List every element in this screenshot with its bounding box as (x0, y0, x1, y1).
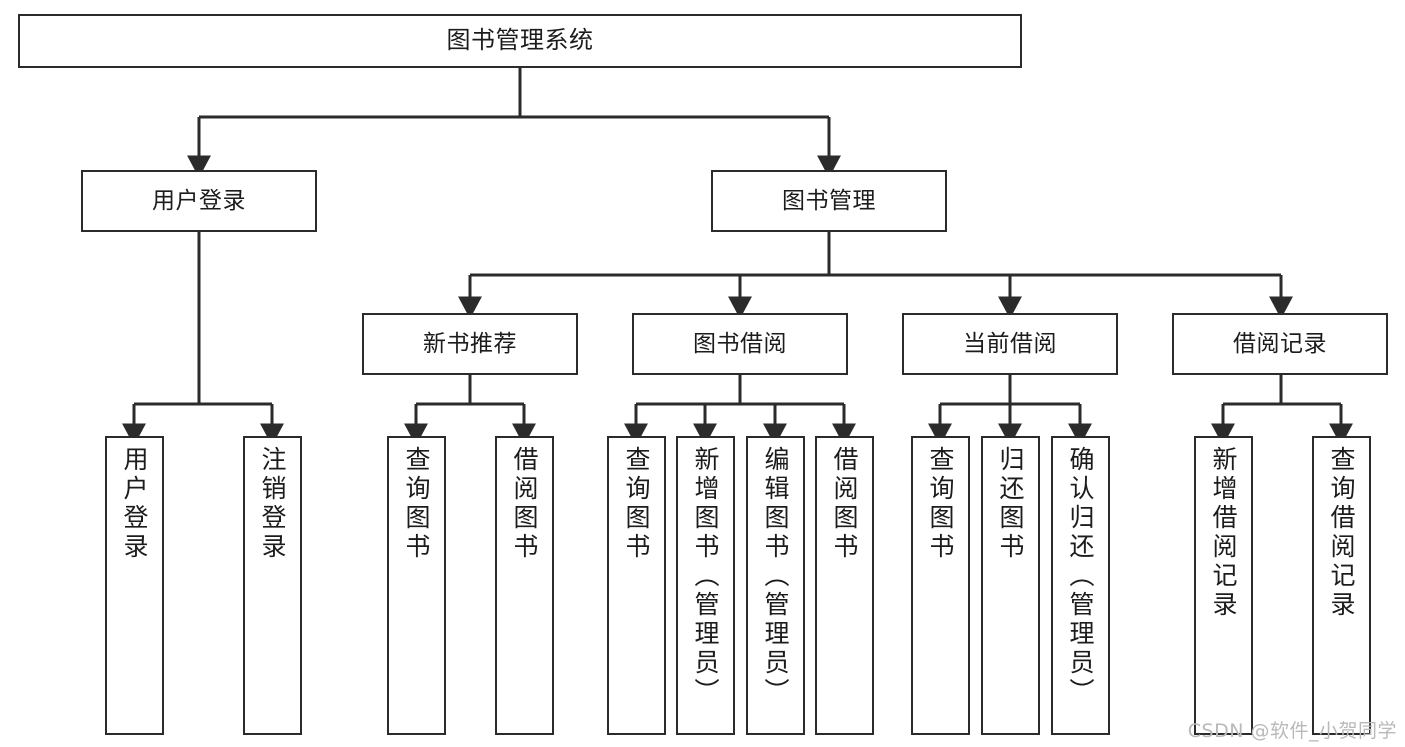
node-leaf-confirm-return-admin[interactable]: 确认归还（管理员） (1051, 436, 1110, 735)
node-label: 确认归还（管理员） (1066, 446, 1095, 707)
node-label: 借阅记录 (1233, 330, 1327, 357)
node-label: 查询借阅记录 (1327, 446, 1356, 620)
node-book-management[interactable]: 图书管理 (711, 170, 947, 232)
node-leaf-query-books-3[interactable]: 查询图书 (911, 436, 970, 735)
node-label: 图书管理 (782, 187, 876, 214)
node-leaf-add-book-admin[interactable]: 新增图书（管理员） (676, 436, 735, 735)
node-leaf-return-books[interactable]: 归还图书 (981, 436, 1040, 735)
node-current-borrowing[interactable]: 当前借阅 (902, 313, 1118, 375)
node-label: 新增借阅记录 (1209, 446, 1238, 620)
node-label: 查询图书 (926, 446, 955, 562)
node-label: 借阅图书 (830, 446, 859, 562)
node-label: 查询图书 (622, 446, 651, 562)
node-label: 查询图书 (402, 446, 431, 562)
node-user-login[interactable]: 用户登录 (81, 170, 317, 232)
node-leaf-edit-book-admin[interactable]: 编辑图书（管理员） (746, 436, 805, 735)
node-borrow-records[interactable]: 借阅记录 (1172, 313, 1388, 375)
node-label: 图书借阅 (693, 330, 787, 357)
node-label: 借阅图书 (510, 446, 539, 562)
node-leaf-add-borrow-record[interactable]: 新增借阅记录 (1194, 436, 1253, 735)
watermark-csdn: CSDN @软件_小贺同学 (1187, 720, 1397, 742)
node-label: 新增图书（管理员） (691, 446, 720, 707)
node-leaf-borrow-books-1[interactable]: 借阅图书 (495, 436, 554, 735)
node-leaf-user-login[interactable]: 用户登录 (105, 436, 164, 735)
node-label: 用户登录 (120, 446, 149, 562)
node-label: 注销登录 (258, 446, 287, 562)
node-leaf-query-books-1[interactable]: 查询图书 (387, 436, 446, 735)
node-leaf-borrow-books-2[interactable]: 借阅图书 (815, 436, 874, 735)
node-label: 图书管理系统 (446, 26, 594, 55)
node-leaf-query-borrow-record[interactable]: 查询借阅记录 (1312, 436, 1371, 735)
node-leaf-logout[interactable]: 注销登录 (243, 436, 302, 735)
node-label: 当前借阅 (963, 330, 1057, 357)
node-root-book-management-system[interactable]: 图书管理系统 (18, 14, 1022, 68)
node-label: 编辑图书（管理员） (761, 446, 790, 707)
node-label: 用户登录 (152, 187, 246, 214)
node-leaf-query-books-2[interactable]: 查询图书 (607, 436, 666, 735)
node-book-borrowing[interactable]: 图书借阅 (632, 313, 848, 375)
node-label: 归还图书 (996, 446, 1025, 562)
node-label: 新书推荐 (423, 330, 517, 357)
node-new-book-recommendation[interactable]: 新书推荐 (362, 313, 578, 375)
